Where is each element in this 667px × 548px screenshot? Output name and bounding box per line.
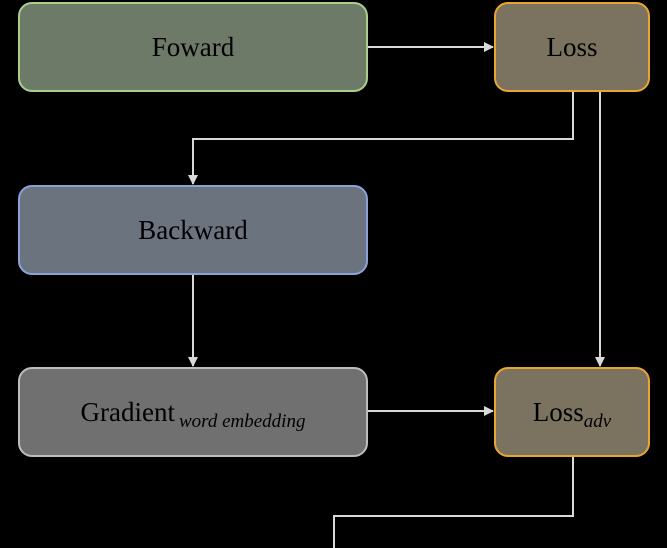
backward-node: Backward <box>18 185 368 275</box>
backward-label: Backward <box>138 214 248 245</box>
gradient-subscript: word embedding <box>178 410 306 432</box>
loss-adv-subscript: adv <box>583 410 612 432</box>
forward-node: Foward <box>18 2 368 92</box>
loss-adv-label: Loss <box>532 396 584 427</box>
loss-node: Loss <box>494 2 650 92</box>
arrow-loss-to-backward <box>188 92 574 185</box>
loss-label: Loss <box>546 31 598 62</box>
arrow-loss-adv-continuation <box>333 457 574 548</box>
gradient-label: Gradient <box>80 396 175 427</box>
forward-label: Foward <box>151 31 235 62</box>
